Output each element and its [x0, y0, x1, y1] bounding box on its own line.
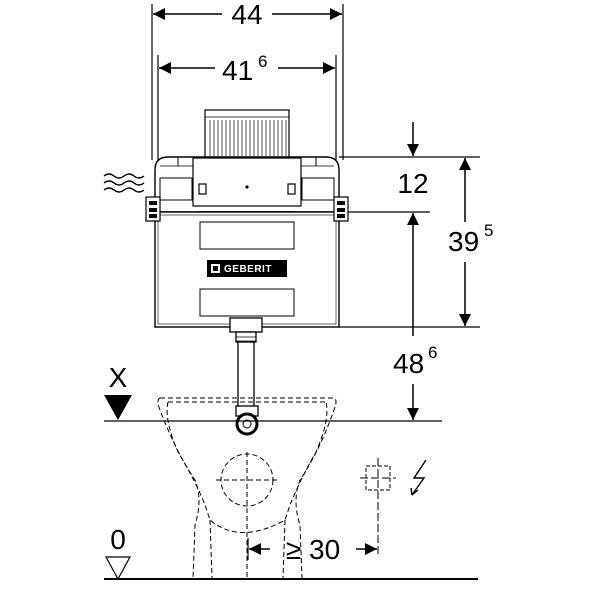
electrical-icon: [410, 459, 427, 496]
frame-width-label: 41: [222, 55, 253, 86]
flush-actuator: [204, 109, 290, 159]
cistern: GEBERIT: [145, 156, 349, 328]
geberit-logo-icon: GEBERIT: [207, 260, 287, 277]
dimension-min-clearance: ≥ 30: [247, 534, 377, 565]
outlet-height-label: 48: [393, 348, 424, 379]
dimension-overall-width: 44: [151, 0, 344, 160]
right-mounting-bracket: [333, 196, 349, 222]
flush-pipe: [229, 317, 263, 436]
floor-level-marker: 0: [104, 524, 478, 581]
cistern-height-superscript: 5: [484, 221, 493, 240]
water-supply-icon: [103, 173, 145, 193]
brand-name: GEBERIT: [224, 264, 272, 275]
reference-level-label: X: [109, 362, 128, 393]
reference-level-marker: X: [104, 362, 442, 422]
min-clearance-label: ≥ 30: [286, 534, 340, 565]
dimension-cistern-offset: 12: [339, 122, 480, 213]
cistern-height-label: 39: [448, 226, 479, 257]
cistern-offset-label: 12: [397, 168, 428, 199]
electrical-socket: [360, 458, 396, 556]
overall-width-label: 44: [231, 0, 262, 30]
dimension-cistern-height: 39 5: [339, 158, 493, 328]
left-mounting-bracket: [145, 196, 161, 222]
floor-level-label: 0: [110, 524, 126, 555]
frame-width-superscript: 6: [258, 52, 267, 71]
outlet-height-superscript: 6: [428, 343, 437, 362]
dimension-outlet-height: 48 6: [393, 213, 437, 420]
dimension-frame-width: 41 6: [157, 52, 337, 160]
toilet-bowl-outline: [157, 397, 337, 579]
